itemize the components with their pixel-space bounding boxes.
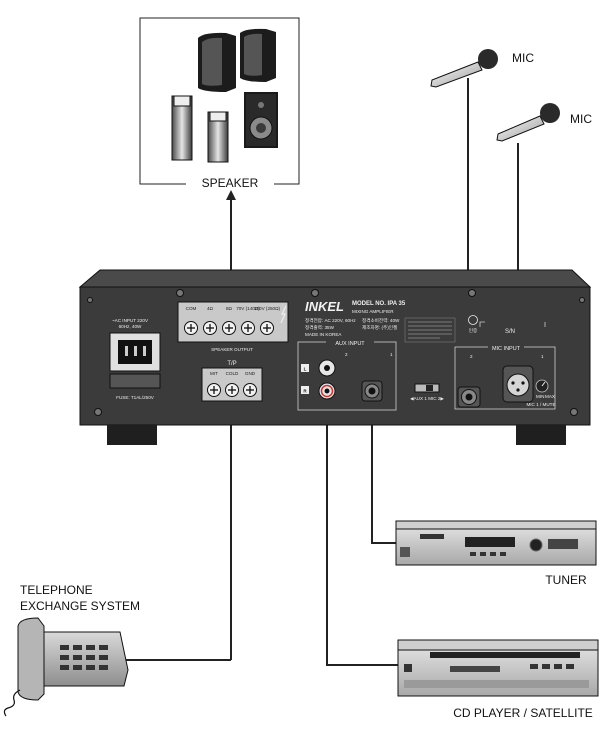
mic-input-label: MIC INPUT	[492, 346, 521, 352]
cd-line	[326, 398, 398, 666]
info-line-1: 정격전압: AC 220V, 60Hz	[305, 317, 356, 324]
cd-player-device-icon	[397, 639, 599, 697]
aux-rca-r-jack[interactable]	[318, 382, 336, 400]
telephone-icon	[3, 617, 129, 717]
mic-2-phone-jack[interactable]	[457, 386, 481, 408]
tp-terminal-label: GND	[245, 371, 256, 376]
monitor-speaker-icon	[244, 92, 278, 148]
telephone-label-line-2: EXCHANGE SYSTEM	[20, 599, 140, 613]
switch-label: ◀AUX 1 MIC 2▶	[410, 396, 444, 401]
amplifier-rear-panel: ~AC INPUT 220V 60Hz, 40W FUSE: T1AL/250V…	[78, 269, 592, 445]
aux-r-label: R	[303, 389, 307, 394]
speaker-terminal-label: COM	[186, 306, 197, 311]
serial-number-label: S/N	[505, 329, 515, 335]
column-speaker-icon	[171, 95, 229, 163]
lightning-icon	[280, 305, 287, 324]
tuner-device-icon	[395, 520, 597, 566]
speaker-terminal-label: 8Ω	[226, 306, 233, 311]
cert-label: 인증	[469, 327, 477, 333]
cert-mark-icon	[468, 315, 478, 325]
vol-min-label: MIN	[536, 394, 544, 399]
mic-1-xlr-jack[interactable]	[502, 365, 534, 403]
aux-ch2-label: 2	[345, 352, 348, 357]
aux-input-label: AUX INPUT	[335, 341, 365, 347]
model-number: MODEL NO. IPA 35	[352, 301, 406, 307]
info-line-4: 제조자명: (주)인켈	[362, 324, 397, 331]
ac-input-spec: 60Hz, 40W	[119, 324, 142, 329]
speaker-terminal-label: 100V (250Ω)	[254, 306, 281, 311]
speaker-label: SPEAKER	[202, 176, 259, 190]
tuner-label: TUNER	[545, 573, 587, 587]
fuse-label: FUSE: T1AL/250V	[116, 395, 155, 400]
bookshelf-speaker-icon	[198, 28, 276, 92]
mic-mute-knob[interactable]	[535, 379, 549, 393]
info-line-2: 정격소비전력: 40W	[362, 317, 400, 324]
mic-2-label: MIC	[570, 112, 592, 126]
speaker-group: SPEAKER	[139, 17, 300, 190]
brand-logo: INKEL	[305, 299, 344, 314]
info-line-3: 정격출력: 35W	[305, 324, 335, 331]
cd-player-label: CD PLAYER / SATELLITE	[453, 706, 593, 720]
vol-max-label: MAX	[545, 394, 555, 399]
aux-l-label: L	[304, 367, 307, 372]
tp-terminal-label: COLD	[226, 371, 239, 376]
speaker-label-bg	[186, 176, 274, 190]
tp-terminal-label: MIT	[210, 371, 218, 376]
microphone-2-icon	[496, 103, 560, 142]
microphone-1-icon	[430, 49, 498, 88]
fuse-holder[interactable]	[109, 373, 161, 389]
mic-ch1-label: 1	[541, 354, 544, 359]
aux-1-phone-jack[interactable]	[361, 380, 383, 402]
made-in-label: MADE IN KOREA	[305, 332, 342, 337]
speaker-output-label: SPEAKER OUTPUT	[211, 347, 253, 352]
warning-text-box	[404, 317, 456, 343]
tp-label: T/P	[227, 361, 236, 367]
model-sub: MIXING AMPLIFIER	[352, 309, 394, 314]
mic-ch2-label: 2	[470, 354, 473, 359]
mic-mute-label: MIC 1 / MUTE	[526, 402, 555, 407]
telephone-label-line-1: TELEPHONE	[20, 583, 93, 597]
speaker-arrow-icon	[226, 190, 236, 200]
ac-input-label: ~AC INPUT 220V	[112, 318, 149, 323]
mic-1-label: MIC	[512, 51, 534, 65]
speaker-terminal-label: 70V (140Ω)	[236, 306, 260, 311]
aux-ch1-label: 1	[390, 352, 393, 357]
aux-rca-l-jack[interactable]	[318, 359, 336, 377]
speaker-terminal-label: 4Ω	[207, 306, 214, 311]
